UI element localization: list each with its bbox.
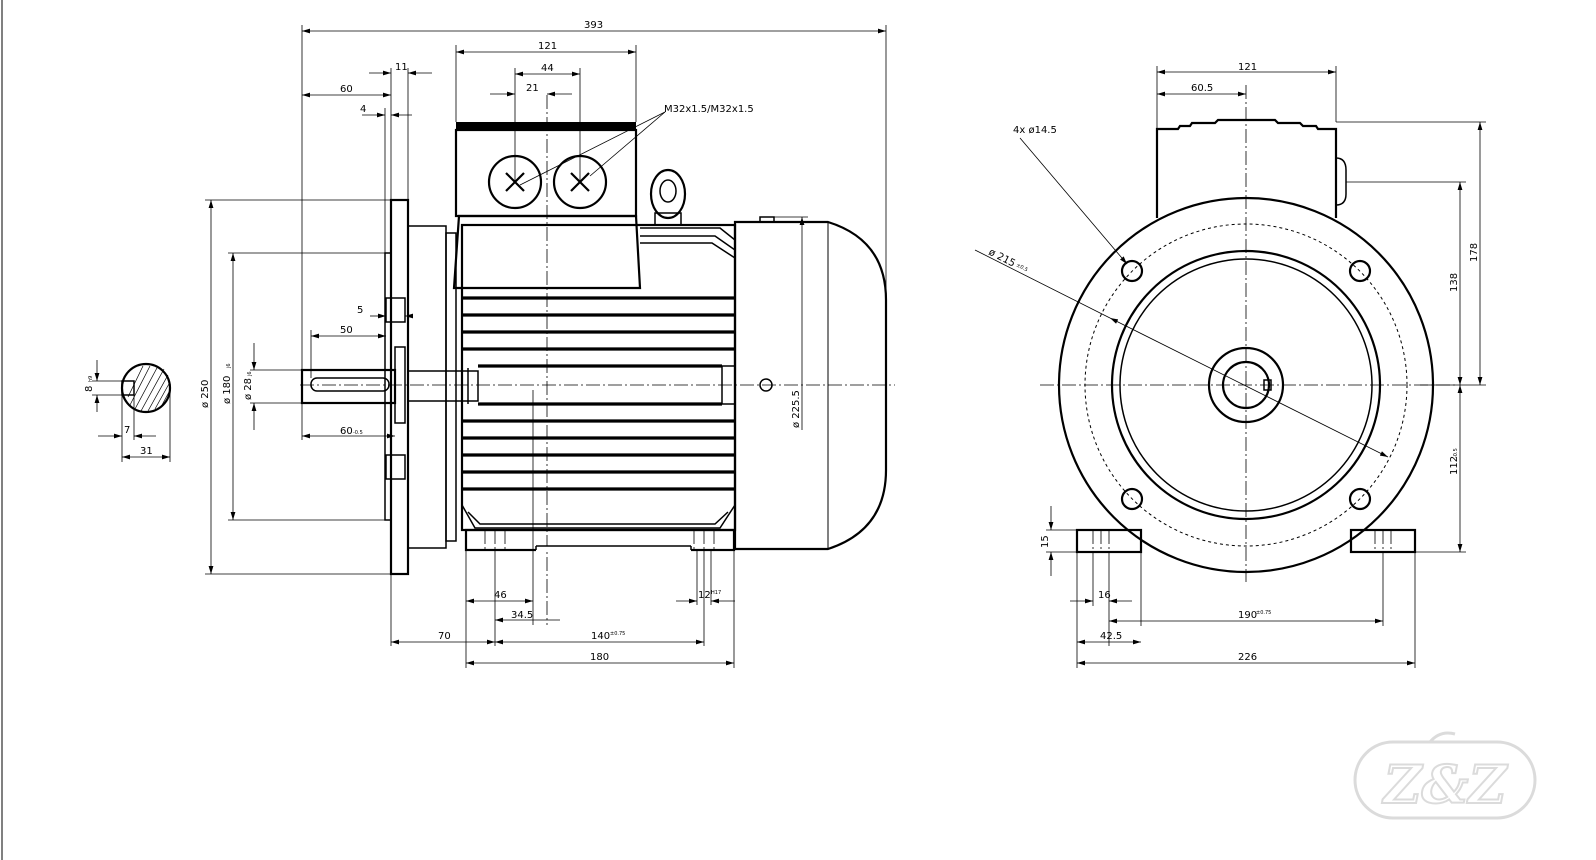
dim-spigot-tol: j6 [226,363,232,369]
dim-foot-34-5: 34.5 [511,610,533,621]
dim-fv-112-tol: -0.5 [1453,448,1459,458]
dim-shaft-60: 60 [340,426,353,437]
side-view-dimensions: 393 121 44 21 M32x1.5/M32x1.5 11 60 4 [200,20,887,668]
shaft [300,368,397,405]
flange-step [385,297,406,323]
dim-fv-138: 138 [1449,273,1460,292]
flange-boss [407,225,447,549]
front-terminal-box [1155,118,1338,218]
dim-fv-pcd: ø 215 [987,247,1017,270]
dim-shaft-50: 50 [340,325,353,336]
dim-fv-121: 121 [1238,62,1257,73]
motor-housing [460,223,737,532]
dim-tb-gland-offset: 21 [526,83,539,94]
dim-fv-190-tol: ±0.75 [1256,610,1271,616]
logo-text: Z&Z [1382,755,1509,816]
dim-fv-226: 226 [1238,652,1257,663]
dim-fv-112: 112 [1449,456,1460,475]
fan-cover [733,220,888,551]
motor-front-view [1040,85,1455,582]
dim-spigot-dia-180: ø 180 [222,376,233,404]
dim-foot-140-tol: ±0.75 [610,631,625,637]
fan-cover-hole [759,378,773,392]
terminal-box-base [452,214,642,290]
dim-fv-15: 15 [1040,535,1051,548]
shaft-section-view: 8 h9 7 31 [84,360,172,462]
key-section [121,380,135,396]
dim-foot-12: 12 [698,590,711,601]
dim-flange-dia-250: ø 250 [200,380,211,408]
lifting-eye [649,168,687,226]
dim-shaft-60-tol: -0.5 [353,430,363,436]
dim-fv-60-5: 60.5 [1191,83,1213,94]
dim-key-7: 7 [124,425,130,436]
shaft-inner [407,370,479,402]
dim-key-8: 8 [84,386,95,392]
flange-bolt-holes [1120,259,1372,511]
flange-pcd-circle [1084,223,1408,547]
dim-key-8-tol: h9 [88,376,94,382]
dim-flange-60: 60 [340,84,353,95]
dim-key-31: 31 [140,446,153,457]
terminal-box [454,128,638,218]
dim-overall-length: 393 [584,20,603,31]
dim-fan-dia-225: ø 225.5 [791,390,802,428]
shaft-keyway [310,377,390,392]
dim-flange-4: 4 [360,104,366,115]
dim-fv-pcd-tol: ±0.5 [1015,262,1029,273]
dim-spigot-5: 5 [357,305,363,316]
front-view-dimensions: 121 60.5 4x ø14.5 ø 215 ±0.5 178 138 112… [974,62,1486,668]
terminal-box-lid [456,122,636,130]
shaft-section-hatch [127,365,171,412]
label-gland-thread: M32x1.5/M32x1.5 [664,104,754,115]
dim-tb-width: 121 [538,41,557,52]
dim-fv-190: 190 [1238,610,1257,621]
cooling-fins [462,296,735,491]
dim-foot-180: 180 [590,652,609,663]
dim-shaft-tol: j6 [247,371,253,377]
dim-fv-16: 16 [1098,590,1111,601]
dim-fv-42-5: 42.5 [1100,631,1122,642]
dim-flange-11: 11 [395,62,408,73]
dim-foot-12-tol: H17 [711,590,721,596]
dim-fv-178: 178 [1469,243,1480,262]
motor-side-view [300,95,895,625]
company-logo: Z&Z [1353,731,1537,820]
dim-foot-70: 70 [438,631,451,642]
dim-tb-gland-spacing: 44 [541,63,554,74]
dim-shaft-dia-28: ø 28 [243,378,254,400]
dim-fv-holes: 4x ø14.5 [1013,125,1057,136]
dim-foot-140: 140 [591,631,610,642]
flange-spigot [384,252,392,521]
dim-foot-46: 46 [494,590,507,601]
